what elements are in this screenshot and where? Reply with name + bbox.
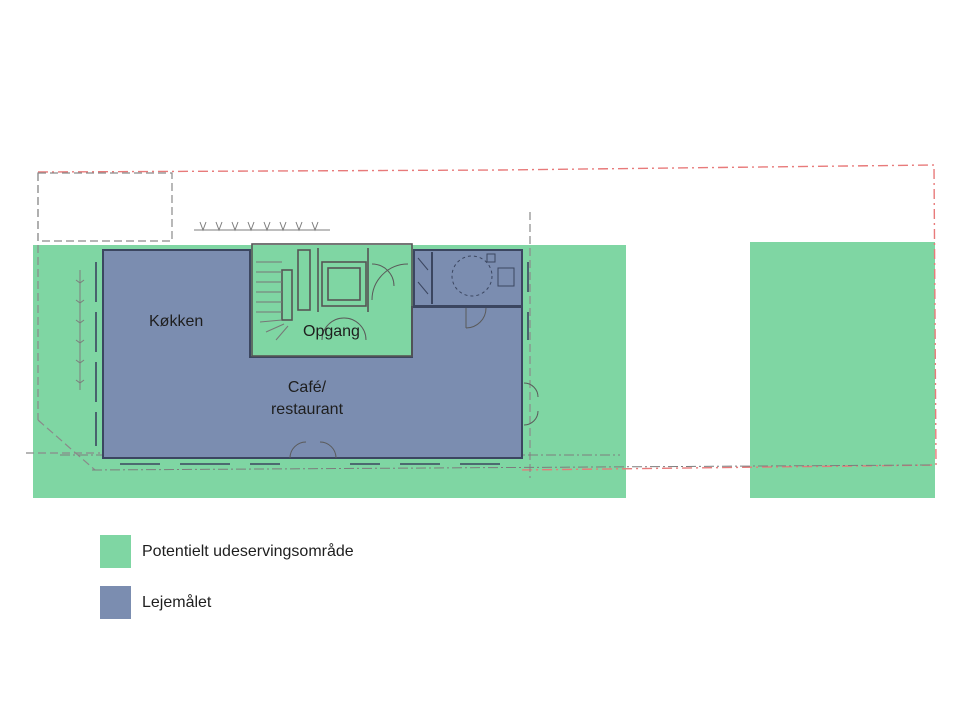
room-label-cafe: Café/ restaurant [265,378,349,420]
property-boundary [37,164,937,471]
legend-label-lease-area: Lejemålet [142,593,212,611]
door-swings [289,263,539,459]
stair-treads [256,261,289,341]
site-outlines [26,172,531,478]
outdoor-area-right [750,242,935,498]
lease-area [103,250,522,458]
window-marks [95,262,529,465]
legend-item-outdoor-area: Potentielt udeservingsområde [100,535,354,568]
room-label-cafe-line2: restaurant [270,401,344,418]
stairwell-walls [251,243,413,357]
legend-swatch-lease-area [100,586,131,619]
lease-area-toilet [414,250,522,306]
legend-item-lease-area: Lejemålet [100,586,211,619]
legend-label-outdoor-area: Potentielt udeservingsområde [142,542,354,560]
room-label-cafe-line1: Café/ [287,379,327,396]
room-label-kitchen: Køkken [149,313,204,330]
legend-swatch-outdoor-area [100,535,131,568]
railing-markers [75,221,330,390]
room-label-stairwell: Opgang [303,323,360,340]
toilet-fixtures [417,253,515,297]
